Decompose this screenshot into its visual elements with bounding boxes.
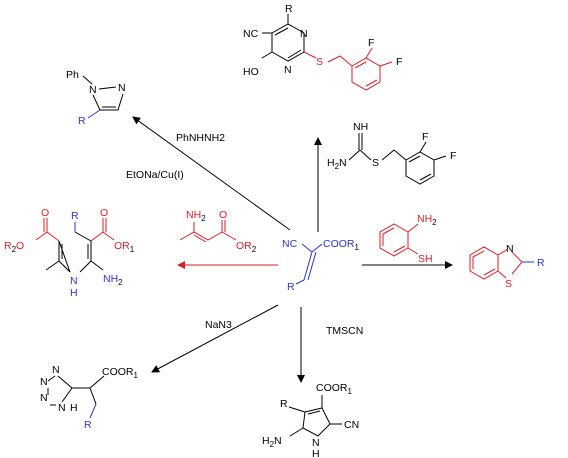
center-r-label: R <box>287 281 295 293</box>
pyrrole-ring <box>302 407 331 437</box>
isothiourea-f1-label: F <box>422 131 428 143</box>
aminothiophenol-sh-label: SH <box>418 253 433 265</box>
pyrrole-substituent-bonds <box>288 406 342 437</box>
center-coor-label: COOR1 <box>323 238 360 252</box>
tetrazole-ring <box>47 375 73 406</box>
enamine-o-label: O <box>219 209 227 221</box>
isothiourea-reagent: NH H2N S F F <box>327 121 456 185</box>
pyrimidine-ch2-bond <box>327 55 353 67</box>
dhp-ester-oxygen-bonds <box>35 231 115 241</box>
pyrimidine-substituent-bonds <box>261 14 289 59</box>
pyrrole-nh-label: N <box>312 437 320 449</box>
pyrimidine-nc-label: NC <box>243 28 259 40</box>
dhp-o-right: O <box>100 207 108 219</box>
tetrazole-n3-label: N <box>40 392 48 404</box>
tetrazole-coor-label: COOR1 <box>102 366 139 380</box>
pyrazole-r-label: R <box>78 115 86 127</box>
tetrazole-n2-label: N <box>40 376 48 388</box>
pyrimidine-r-label: R <box>285 3 293 15</box>
isothiourea-h2n-label: H2N <box>327 157 347 171</box>
pyrrole-coor-label: COOR1 <box>316 382 353 396</box>
pyrrole-product: COOR1 R CN H2N N H <box>262 382 359 458</box>
pyrrole-h2n-label: H2N <box>262 435 282 449</box>
pyrimidine-s-label: S <box>316 56 323 68</box>
center-bonds <box>295 243 323 285</box>
reagent-sodium-azide: NaN3 <box>205 319 232 331</box>
center-compound: NC COOR1 R <box>282 238 360 293</box>
tetrazole-product: N N N N H COOR1 R <box>40 364 139 431</box>
center-nc-label: NC <box>282 238 298 250</box>
pyrimidine-f1-label: F <box>368 37 374 49</box>
benzothiazole-n-label: N <box>506 243 514 255</box>
isothiourea-f-bonds <box>419 141 447 161</box>
enamine-reagent: NH2 O OR2 <box>179 209 257 254</box>
isothiourea-benzene-ring <box>405 151 435 185</box>
benzothiazole-benzene-ring <box>469 246 499 280</box>
reagent-etona-cu: EtONa/Cu(I) <box>126 169 184 181</box>
dhp-or1-label: OR1 <box>114 240 135 254</box>
benzothiazole-product: N S R <box>469 243 545 290</box>
aminothiophenol-bonds <box>407 223 419 255</box>
pyrrole-h-label: H <box>312 448 320 458</box>
isothiourea-s-label: S <box>372 157 379 169</box>
enamine-nh2-label: NH2 <box>186 209 206 223</box>
pyrimidine-ho-label: HO <box>243 66 259 78</box>
dihydropyridine-product: R N H NH2 O O R2O OR1 <box>4 207 135 299</box>
dhp-o-left: O <box>41 207 49 219</box>
reagent-phenylhydrazine: PhNHNH2 <box>176 132 225 144</box>
tetrazole-r-label: R <box>84 419 92 431</box>
dhp-ring <box>58 231 92 273</box>
tetrazole-n1-label: N <box>52 364 60 376</box>
pyrazole-r-bond <box>87 109 101 119</box>
pyrimidine-n-bottom: N <box>284 64 292 76</box>
tetrazole-side-chain <box>72 375 105 405</box>
pyrazole-n1-label: N <box>89 84 97 96</box>
reagent-tmscn: TMSCN <box>326 325 363 337</box>
pyrazole-ring <box>92 86 124 111</box>
tetrazole-h-label: H <box>70 402 78 414</box>
dhp-carbonyl-bonds <box>43 218 107 232</box>
dhp-substituent-bonds <box>45 260 104 271</box>
enamine-or2-label: OR2 <box>236 240 257 254</box>
pyrimidine-benzene-ring <box>351 57 381 91</box>
pyrrole-cn-label: CN <box>344 419 359 431</box>
pyrazole-ph-label: Ph <box>66 69 79 81</box>
dhp-nh2-label: NH2 <box>103 273 123 287</box>
isothiourea-f2-label: F <box>450 150 456 162</box>
aminothiophenol-reagent: NH2 SH <box>379 213 437 265</box>
arrow-to-tetrazole <box>151 304 279 373</box>
benzothiazole-r-label: R <box>537 257 545 269</box>
aminothiophenol-ring <box>379 223 409 257</box>
pyrimidine-f2-label: F <box>396 56 402 68</box>
pyrazole-n2-label: N <box>118 82 126 94</box>
pyrrole-r-label: R <box>280 398 288 410</box>
dhp-r2o-label: R2O <box>4 240 24 254</box>
pyrimidine-product: R NC N N HO S F F <box>243 3 402 91</box>
isothiourea-ch2-bond <box>381 149 407 161</box>
tetrazole-r-bond <box>89 403 97 419</box>
pyrimidine-n-top: N <box>300 28 308 40</box>
dhp-r-label: R <box>71 210 79 222</box>
pyrazole-product: Ph N N R <box>66 69 126 127</box>
pyrimidine-s-bond <box>303 51 317 59</box>
isothiourea-bonds <box>348 133 372 161</box>
benzothiazole-s-label: S <box>505 278 512 290</box>
dhp-nh-label: N <box>70 275 78 287</box>
reaction-arrows <box>132 116 453 383</box>
isothiourea-nh-label: NH <box>353 121 368 133</box>
dhp-h-label: H <box>70 287 78 299</box>
dhp-ester-bonds <box>46 231 104 242</box>
arrow-to-pyrazole <box>132 116 291 231</box>
tetrazole-nh-label: N <box>58 402 66 414</box>
pyrimidine-f-bonds <box>365 47 393 67</box>
aminothiophenol-nh2-label: NH2 <box>417 213 437 227</box>
pyrazole-ph-bond <box>82 75 93 85</box>
enamine-bonds <box>179 220 237 243</box>
